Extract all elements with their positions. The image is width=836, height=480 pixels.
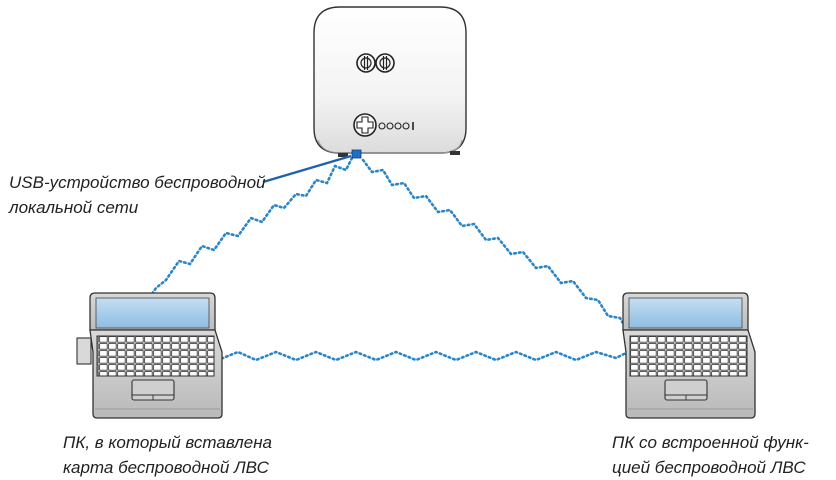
pc-right-label-line-1: ПК со встроенной функ- — [612, 433, 809, 452]
wireless-link-projector-to-right-pc — [361, 158, 646, 356]
indicator-lights-icon — [378, 122, 414, 130]
pc-right-label-line-2: цией беспроводной ЛВС — [612, 458, 806, 477]
usb-device-label-line-1: USB-устройство беспроводной — [9, 173, 266, 192]
laptop-left-icon — [76, 292, 223, 419]
projector-icon — [313, 6, 467, 157]
laptop-right-icon — [622, 292, 756, 419]
usb-device-label: USB-устройство беспроводной локальной се… — [9, 170, 266, 220]
pc-left-label-line-2: карта беспроводной ЛВС — [63, 458, 269, 477]
usb-leader-line — [262, 154, 352, 184]
usb-dongle-icon — [351, 149, 362, 159]
focus-knob-icon — [356, 53, 376, 73]
pc-left-label-line-1: ПК, в который вставлена — [63, 433, 273, 452]
control-pad-icon — [353, 113, 377, 137]
zoom-knob-icon — [375, 53, 395, 73]
usb-device-label-line-2: локальной сети — [9, 198, 139, 217]
pc-right-label: ПК со встроенной функ- цией беспроводной… — [612, 430, 809, 480]
pc-left-label: ПК, в который вставлена карта беспроводн… — [63, 430, 272, 480]
